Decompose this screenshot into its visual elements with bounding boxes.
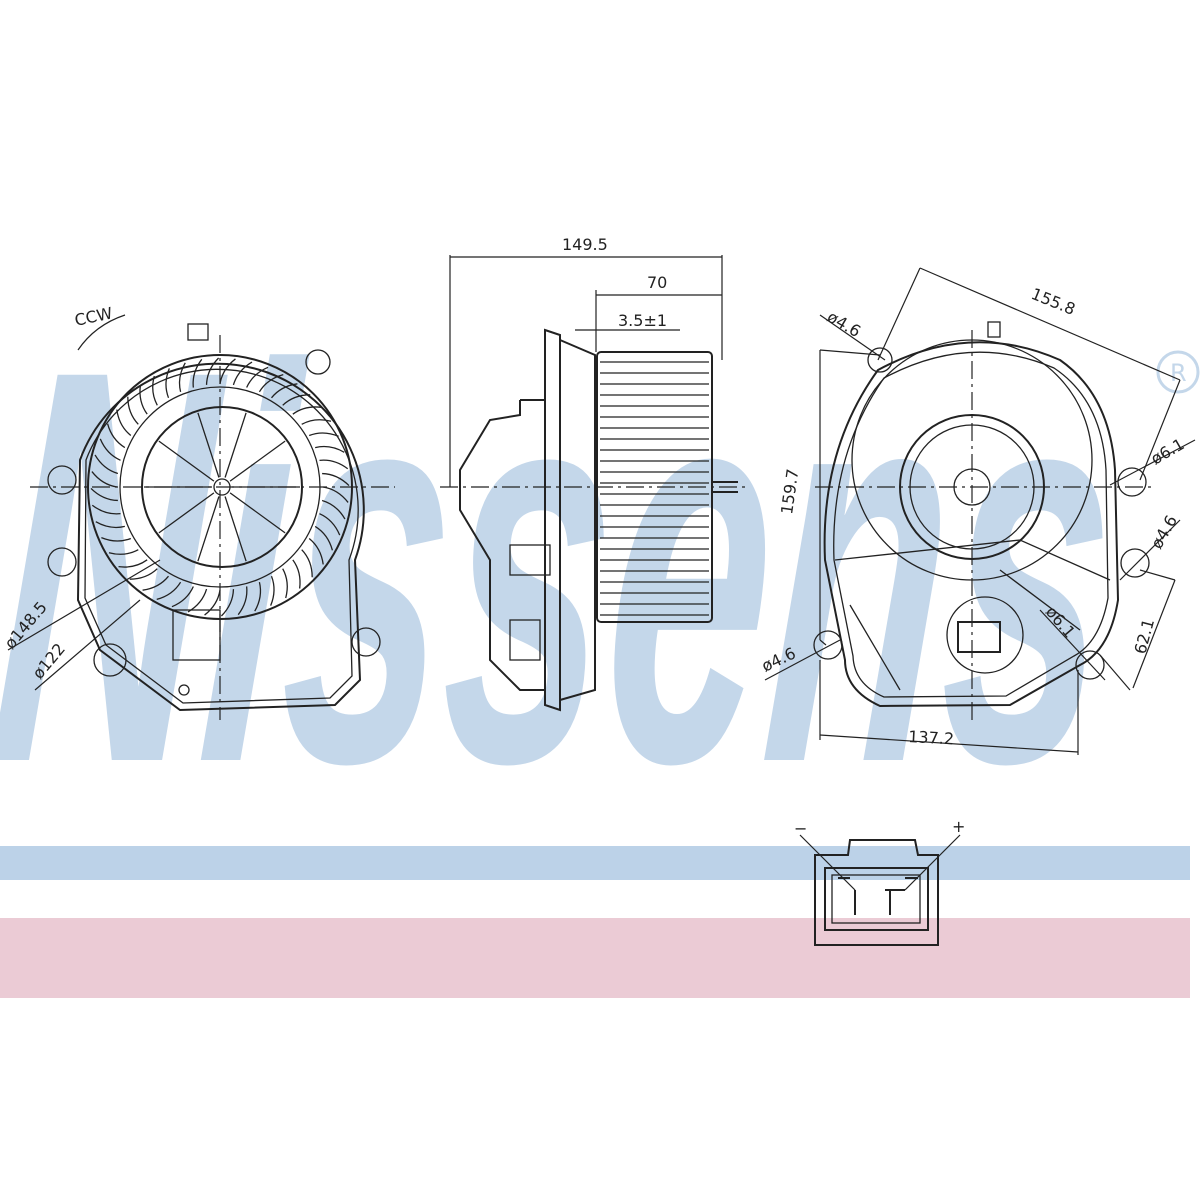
fan-blade (237, 586, 248, 616)
fan-blade (219, 358, 236, 385)
fan-blade (270, 575, 275, 606)
hub-spoke (224, 496, 247, 562)
fan-blade (232, 361, 253, 386)
fan-blade (308, 537, 324, 565)
hub-spoke (158, 440, 215, 482)
fan-blade (254, 582, 262, 612)
svg-text:ø6.1: ø6.1 (1148, 434, 1188, 468)
svg-text:3.5±1: 3.5±1 (618, 311, 667, 330)
fan-blade (129, 568, 158, 580)
fan-blade (95, 521, 125, 529)
hub-spoke (158, 492, 215, 534)
fan-blade (220, 589, 235, 617)
nissens-watermark-logo: Nissens R (0, 253, 1200, 879)
fan-blade (101, 537, 132, 542)
svg-text:−: − (794, 819, 807, 838)
fan-blade (91, 504, 121, 515)
fan-blade (139, 385, 148, 415)
fan-blade (192, 358, 203, 388)
fan-blade (319, 513, 341, 536)
fan-blade (152, 375, 158, 406)
fan-blade (108, 549, 139, 555)
fan-blade (142, 575, 170, 591)
hub-spoke (197, 412, 220, 478)
fan-blade (322, 486, 349, 503)
fan-blade (91, 471, 118, 488)
fan-blade (321, 499, 346, 520)
connector-pinout: − + (794, 817, 965, 946)
fan-blade (127, 396, 139, 425)
svg-text:+: + (952, 817, 965, 836)
fan-blade (106, 423, 126, 449)
fan-blade (156, 581, 182, 601)
fan-blade (308, 432, 339, 437)
fan-blade (315, 445, 345, 453)
fan-blade (246, 366, 269, 388)
svg-text:149.5: 149.5 (562, 235, 608, 254)
svg-text:70: 70 (647, 273, 667, 292)
fan-blade (165, 368, 170, 399)
fan-blade (270, 383, 298, 399)
fan-blade (116, 409, 132, 437)
side-view: 149.5 70 3.5±1 (440, 235, 745, 712)
svg-text:137.2: 137.2 (908, 727, 955, 748)
svg-text:R: R (1170, 359, 1187, 387)
fan-blade (205, 357, 220, 385)
fan-blade (118, 559, 148, 568)
hub-spoke (229, 440, 286, 482)
fan-blade (94, 454, 119, 475)
blue-band (0, 846, 1190, 880)
fan-blade (178, 362, 186, 392)
hub-spoke (229, 492, 286, 534)
fan-blade (292, 406, 322, 415)
svg-text:ø4.6: ø4.6 (1147, 512, 1181, 552)
hub-spoke (224, 412, 247, 478)
svg-text:Nissens: Nissens (0, 253, 1132, 879)
pink-band (0, 918, 1190, 998)
fan-blade (171, 586, 194, 608)
fan-blade (319, 459, 349, 470)
registered-mark-icon (1156, 350, 1200, 394)
hub-spoke (197, 496, 220, 562)
fan-blade (314, 525, 334, 551)
fan-blade (301, 549, 313, 578)
fan-blade (301, 419, 332, 425)
fan-blade (322, 472, 350, 487)
fan-blade (282, 394, 311, 406)
fan-blade (99, 438, 121, 461)
svg-text:62.1: 62.1 (1131, 617, 1159, 656)
fan-blade (292, 559, 301, 589)
fan-blade (204, 589, 221, 616)
fan-blade (258, 373, 284, 393)
fan-blade (282, 568, 288, 599)
fan-blade (90, 487, 118, 502)
